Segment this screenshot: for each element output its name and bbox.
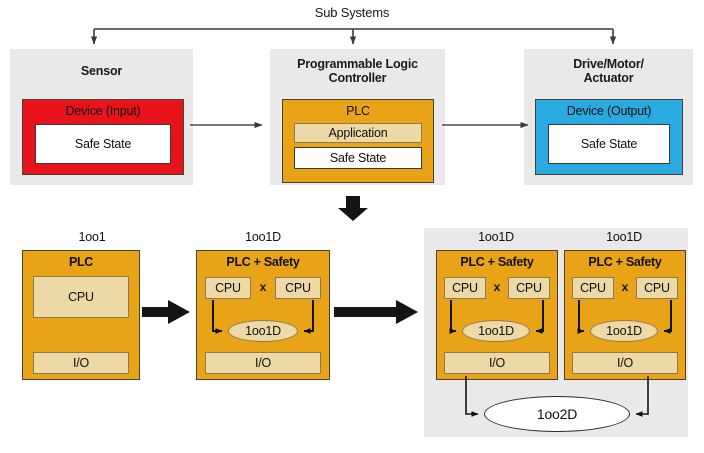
arrow-1oo1d-to-group (334, 300, 418, 324)
final-vote-ellipse-1oo2d: 1oo2D (484, 396, 630, 432)
io-bar-1oo1d-c: I/O (572, 352, 678, 374)
architecture-box-1oo1-title: PLC (68, 255, 94, 269)
cpu-left-1oo1d-c: CPU (572, 277, 614, 299)
sub-systems-bus (90, 28, 617, 45)
device-label-plc: PLC (346, 104, 370, 118)
architecture-label-1oo1d-c: 1oo1D (606, 230, 642, 244)
vote-ellipse-1oo1d-c: 1oo1D (590, 320, 658, 342)
subsystem-panel-actuator-title-line1: Drive/Motor/ (573, 57, 644, 71)
safe-state-box-actuator: Safe State (548, 124, 670, 164)
cpu-left-1oo1d-b: CPU (444, 277, 486, 299)
architecture-box-1oo1d-a-title: PLC + Safety (226, 255, 300, 269)
safe-state-box-plc: Safe State (294, 147, 422, 169)
subsystem-panel-plc-title-line2: Controller (328, 71, 387, 85)
cross-mark-1oo1d-c: x (621, 280, 629, 294)
architecture-label-1oo1d-a: 1oo1D (245, 230, 281, 244)
vote-ellipse-1oo1d-b: 1oo1D (462, 320, 530, 342)
safe-state-box-sensor: Safe State (35, 124, 171, 164)
vote-ellipse-1oo1d-a: 1oo1D (228, 320, 298, 342)
architecture-label-1oo1: 1oo1 (78, 230, 106, 244)
cpu-left-1oo1d-a: CPU (205, 277, 251, 299)
architecture-box-1oo1d-c-title: PLC + Safety (588, 255, 662, 269)
io-bar-1oo1d-a: I/O (205, 352, 321, 374)
arrow-1oo1-to-1oo1d (142, 300, 190, 324)
cpu-bar-1oo1: CPU (33, 276, 129, 318)
architecture-box-1oo1d-b-title: PLC + Safety (460, 255, 534, 269)
io-bar-1oo1: I/O (33, 352, 129, 374)
cross-mark-1oo1d-a: x (259, 280, 267, 294)
cross-mark-1oo1d-b: x (493, 280, 501, 294)
subsystem-panel-sensor-title: Sensor (80, 64, 123, 78)
subsystem-panel-plc-title-line1: Programmable Logic (297, 57, 418, 71)
io-bar-1oo1d-b: I/O (444, 352, 550, 374)
device-label-sensor: Device (Input) (65, 104, 141, 118)
arrow-plc-to-architectures (338, 196, 368, 221)
cpu-right-1oo1d-c: CPU (636, 277, 678, 299)
application-box-plc: Application (294, 123, 422, 143)
architecture-label-1oo1d-b: 1oo1D (478, 230, 514, 244)
device-label-actuator: Device (Output) (566, 104, 652, 118)
sub-systems-title: Sub Systems (314, 5, 390, 20)
cpu-right-1oo1d-b: CPU (508, 277, 550, 299)
subsystem-panel-actuator-title-line2: Actuator (583, 71, 634, 85)
cpu-right-1oo1d-a: CPU (275, 277, 321, 299)
